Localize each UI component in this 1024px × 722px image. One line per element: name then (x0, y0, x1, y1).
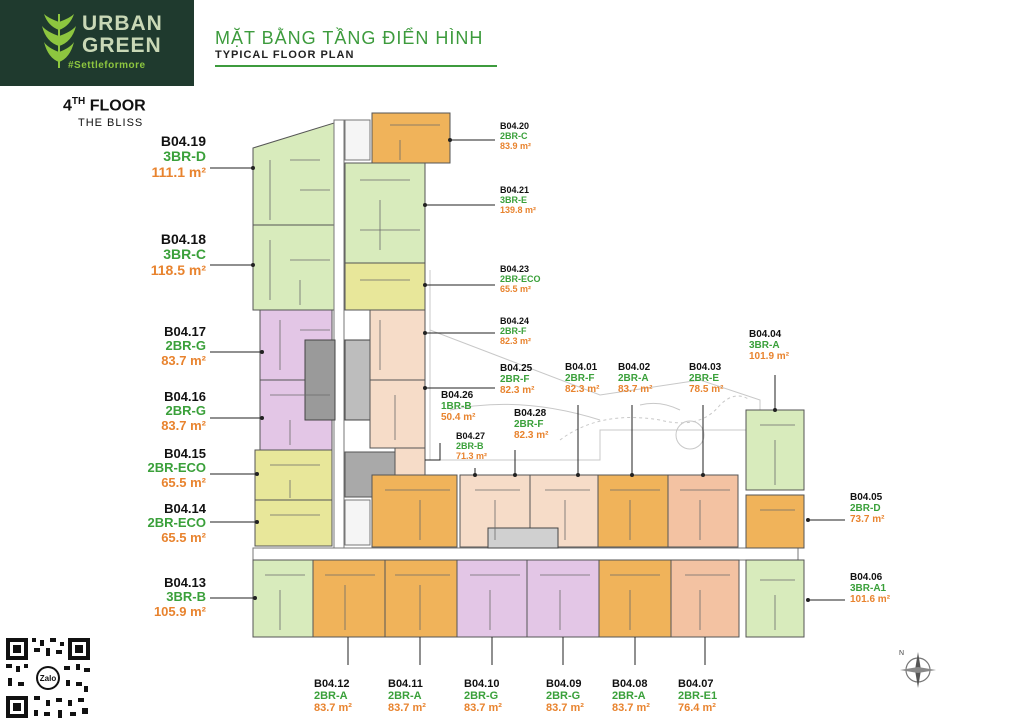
unit-b0413[interactable] (252, 559, 314, 638)
leaf-icon (42, 14, 76, 68)
unit-b0403[interactable] (667, 474, 739, 548)
compass-north: N (899, 650, 905, 657)
unit-b0415[interactable] (254, 449, 333, 501)
unit-b0424[interactable] (369, 309, 426, 381)
unit-b0423[interactable] (344, 262, 426, 311)
unit-b0409[interactable] (526, 559, 600, 638)
compass-icon (900, 652, 936, 688)
unit-b0418[interactable] (252, 224, 335, 311)
unit-b0419[interactable] (252, 122, 335, 226)
unit-b0421[interactable] (344, 162, 426, 264)
unit-b0427[interactable] (371, 474, 458, 548)
unit-b0405[interactable] (745, 494, 805, 549)
unit-b0412[interactable] (312, 559, 386, 638)
brand-line1: URBAN (82, 12, 163, 35)
page-title: MẶT BẰNG TẦNG ĐIỂN HÌNH (215, 28, 484, 48)
floor-name: THE BLISS (78, 117, 144, 129)
unit-b0411[interactable] (384, 559, 458, 638)
brand-tagline: #Settleformore (68, 60, 146, 71)
title-underline (215, 65, 497, 67)
unit-b0410[interactable] (456, 559, 528, 638)
brand-logo: URBAN GREEN #Settleformore (0, 0, 194, 86)
core-left (304, 119, 396, 561)
floor-title: 4TH FLOOR (63, 96, 146, 115)
unit-b0402[interactable] (597, 474, 669, 548)
page-subtitle: TYPICAL FLOOR PLAN (215, 49, 355, 61)
unit-b0425[interactable] (369, 379, 426, 449)
brand-line2: GREEN (82, 34, 162, 57)
corridor (252, 547, 799, 561)
unit-b0408[interactable] (598, 559, 672, 638)
leader-dots (251, 138, 810, 602)
unit-b0420[interactable] (371, 112, 451, 164)
qr-code[interactable] (4, 636, 92, 720)
unit-b0407[interactable] (670, 559, 740, 638)
zalo-badge: Zalo (39, 674, 57, 683)
unit-b0414[interactable] (254, 499, 333, 547)
leader-lines (210, 139, 845, 665)
interior-walls (265, 124, 795, 630)
